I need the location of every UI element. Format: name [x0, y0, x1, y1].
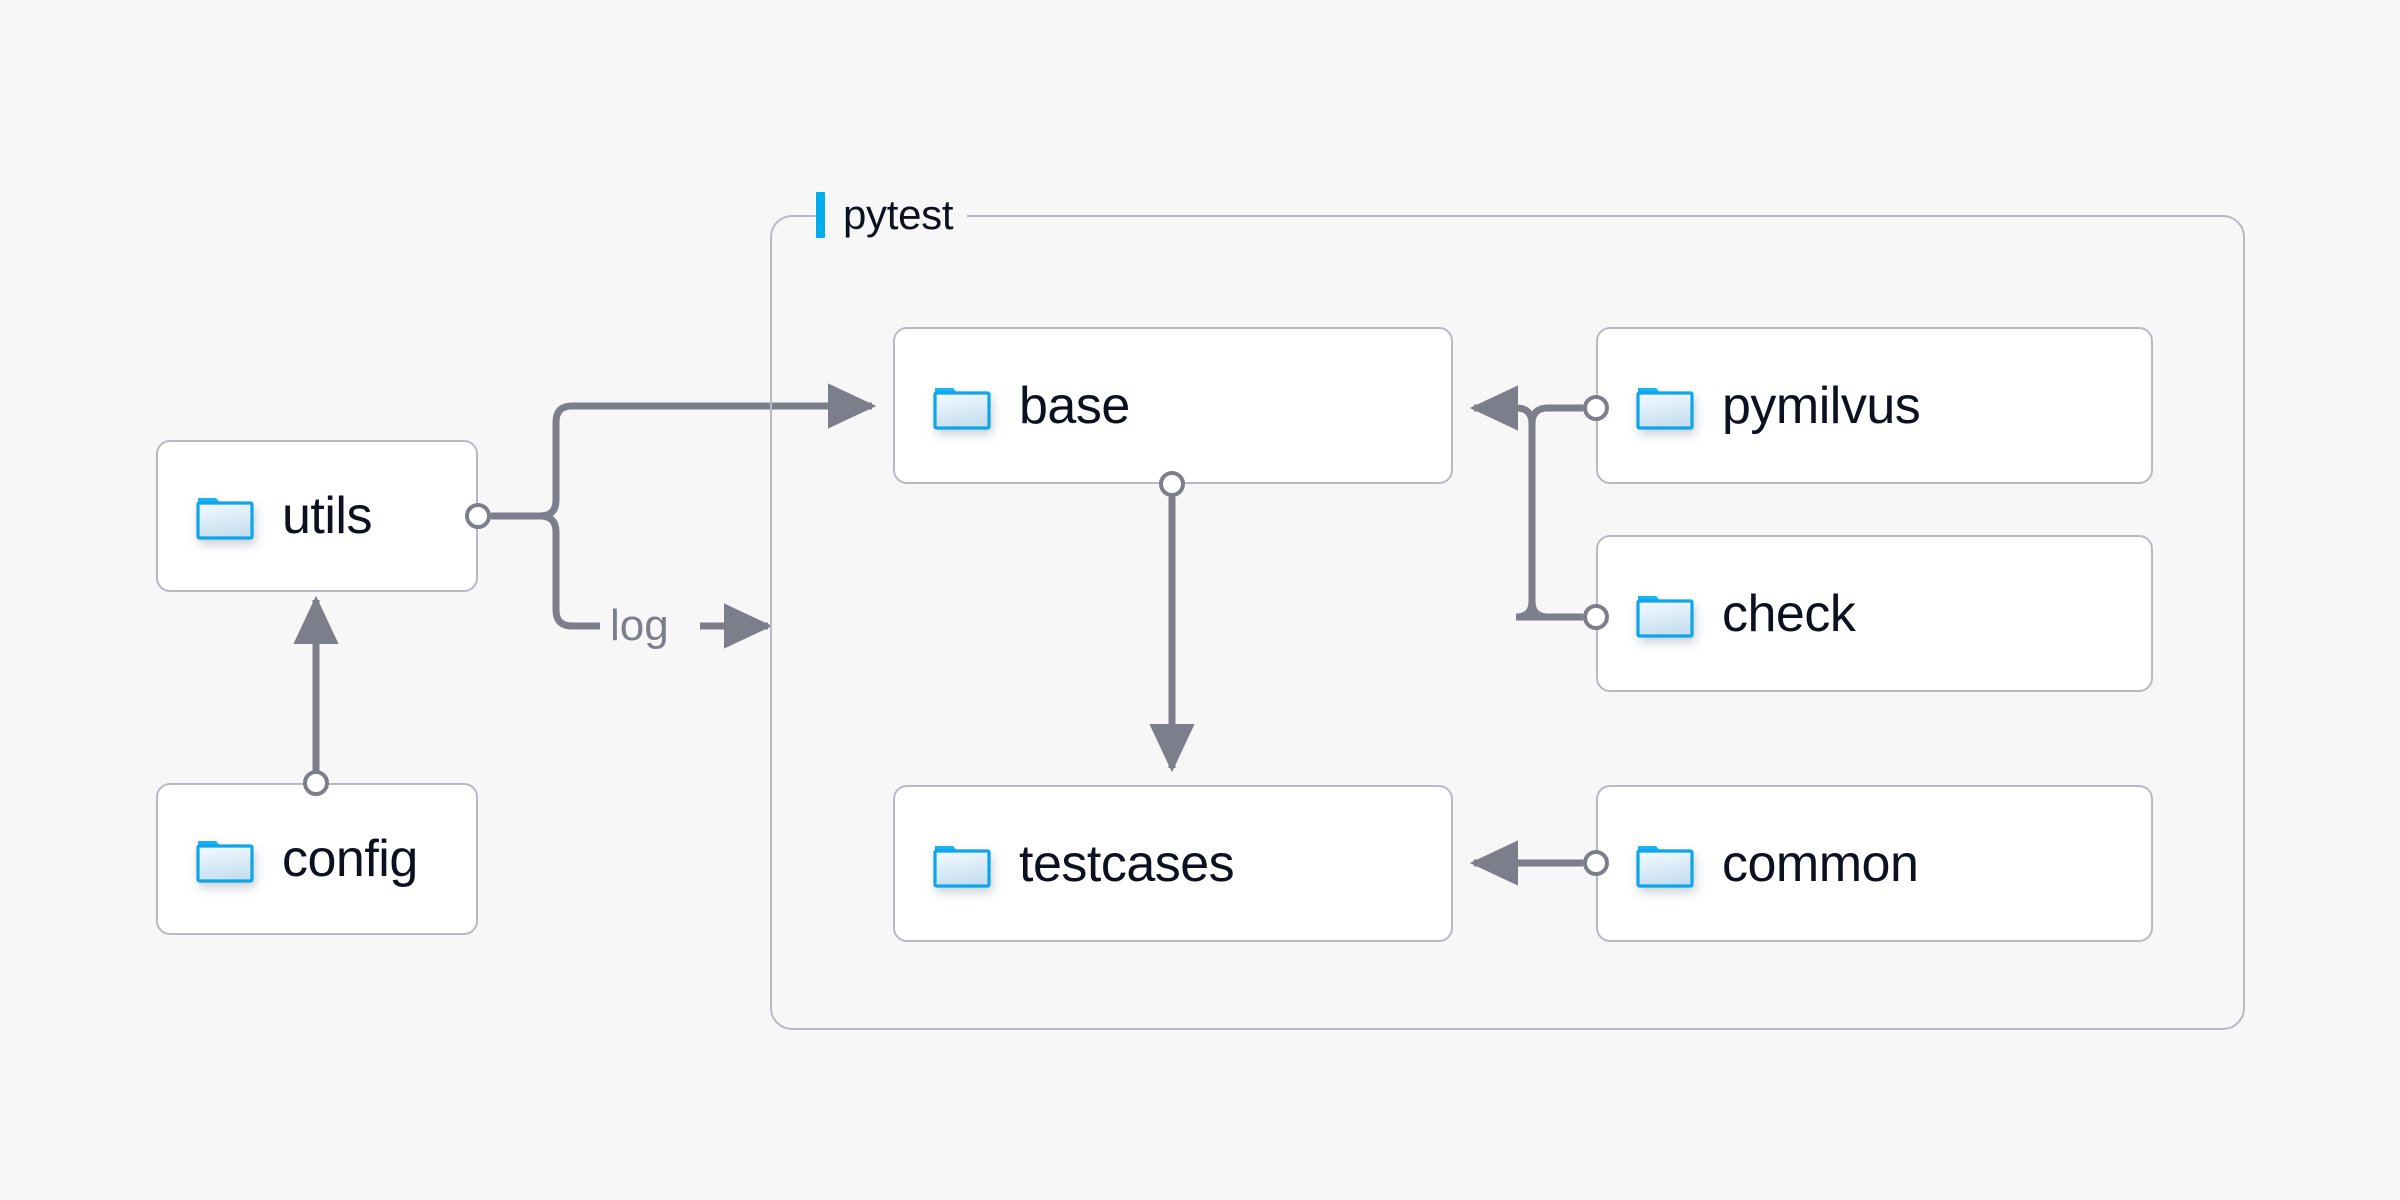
edge-utils-log — [539, 512, 600, 630]
port-pymilvus-left[interactable] — [1583, 395, 1609, 421]
node-label: pymilvus — [1722, 376, 1921, 435]
port-config-top[interactable] — [303, 770, 329, 796]
folder-icon — [933, 381, 991, 431]
node-testcases[interactable]: testcases — [893, 785, 1453, 942]
node-config[interactable]: config — [156, 783, 478, 935]
node-label: base — [1019, 376, 1130, 435]
group-label-pytest: pytest — [816, 188, 968, 242]
folder-icon — [196, 834, 254, 884]
node-utils[interactable]: utils — [156, 440, 478, 592]
node-label: utils — [282, 487, 372, 545]
node-base[interactable]: base — [893, 327, 1453, 484]
group-title: pytest — [843, 191, 954, 238]
edge-label-log: log — [600, 604, 679, 648]
node-check[interactable]: check — [1596, 535, 2153, 692]
group-accent-bar-icon — [816, 192, 825, 238]
node-common[interactable]: common — [1596, 785, 2153, 942]
port-check-left[interactable] — [1583, 604, 1609, 630]
node-label: check — [1722, 584, 1856, 643]
folder-icon — [1636, 589, 1694, 639]
port-utils-right[interactable] — [465, 503, 491, 529]
folder-icon — [1636, 839, 1694, 889]
folder-icon — [196, 491, 254, 541]
port-common-left[interactable] — [1583, 850, 1609, 876]
port-base-bottom[interactable] — [1159, 471, 1185, 497]
folder-icon — [1636, 381, 1694, 431]
node-label: config — [282, 830, 418, 888]
group-container-pytest[interactable] — [770, 215, 2245, 1030]
node-pymilvus[interactable]: pymilvus — [1596, 327, 2153, 484]
folder-icon — [933, 839, 991, 889]
node-label: testcases — [1019, 834, 1235, 893]
node-label: common — [1722, 834, 1919, 893]
